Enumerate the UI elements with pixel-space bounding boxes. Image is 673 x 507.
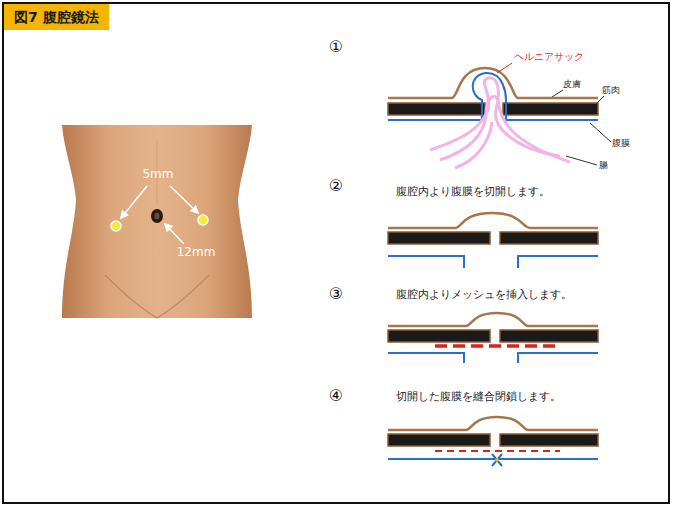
step-caption: 腹腔内よりメッシュを挿入します。: [396, 288, 572, 300]
mesh-insert-diagram: [388, 313, 598, 363]
part-name: 腸: [599, 160, 608, 170]
part-name: ヘルニアサック: [514, 51, 584, 63]
figure-title: 図7 腹腔鏡法: [4, 4, 109, 30]
part-name: 腹膜: [612, 138, 630, 148]
suture-diagram: [388, 417, 598, 466]
step-number: ③: [329, 285, 343, 303]
hernia-diagram: [388, 63, 611, 168]
step-caption: 腹腔内より腹膜を切開します。: [396, 185, 550, 197]
incision-diagram: [388, 213, 598, 268]
part-name: 筋肉: [602, 85, 620, 95]
step-caption: 切開した腹膜を縫合閉鎖します。: [396, 390, 561, 402]
port-dot: [198, 215, 208, 225]
frame: [3, 3, 669, 503]
part-name: 皮膚: [563, 79, 581, 89]
step-number: ①: [329, 38, 343, 56]
navel-port: [151, 209, 163, 223]
port-dot: [111, 221, 121, 231]
step-number: ②: [329, 177, 343, 195]
port-size: 5mm: [142, 168, 173, 182]
torso-illustration: [62, 125, 252, 318]
port-size: 12mm: [177, 246, 216, 260]
step-number: ④: [329, 387, 343, 405]
